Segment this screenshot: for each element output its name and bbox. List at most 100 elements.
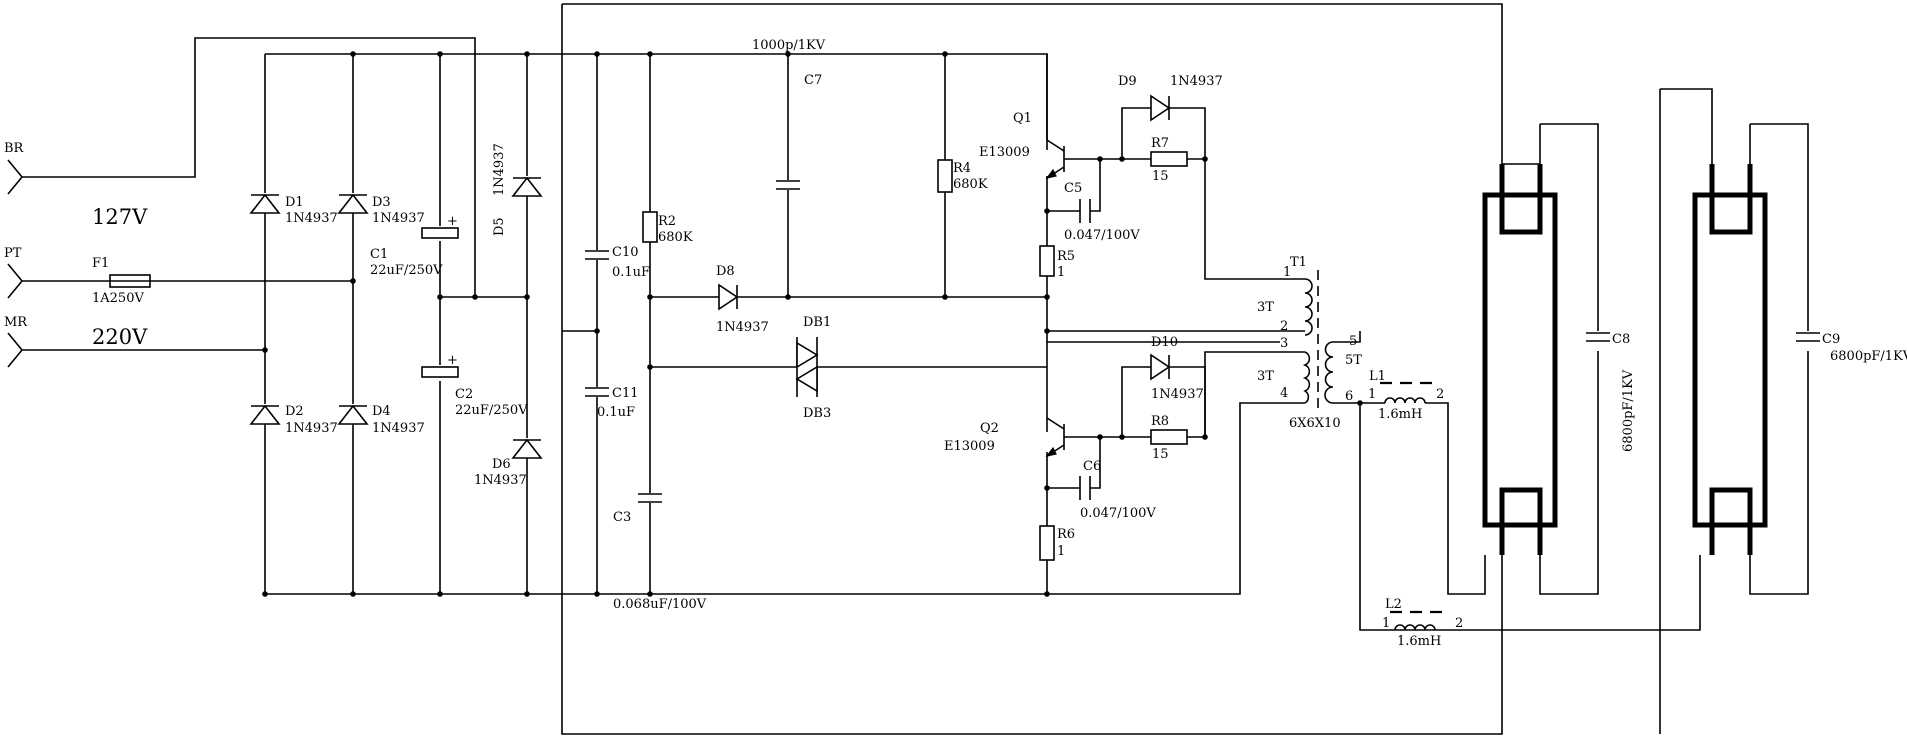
d5-value: 1N4937 — [492, 143, 507, 196]
diode-d4: D4 1N4937 — [337, 404, 425, 436]
diac-db3: DB1 DB3 — [795, 315, 831, 421]
capacitor-c8: C8 6800pF/1KV — [1586, 332, 1636, 452]
d9-value: 1N4937 — [1170, 74, 1223, 89]
r2-value: 680K — [658, 230, 693, 245]
d10-value: 1N4937 — [1151, 387, 1204, 402]
c11-ref: C11 — [612, 386, 639, 401]
capacitor-c7: C7 1000p/1KV — [752, 38, 826, 190]
input-terminals: BR PT MR 127V 220V — [4, 141, 148, 368]
q2-ref: Q2 — [980, 421, 999, 436]
t1-winding3: 5T — [1345, 353, 1362, 368]
t1-pin2: 2 — [1280, 319, 1288, 334]
transistor-q1: Q1 E13009 — [979, 54, 1065, 179]
c8-value: 6800pF/1KV — [1621, 369, 1636, 452]
diode-d3: D3 1N4937 — [337, 193, 425, 226]
r7-ref: R7 — [1151, 136, 1169, 151]
inductor-l1: L1 1.6mH 1 2 — [1368, 369, 1444, 422]
diode-d1: D1 1N4937 — [249, 193, 338, 226]
r5-ref: R5 — [1057, 249, 1075, 264]
capacitor-c11: C11 0.1uF — [585, 386, 639, 420]
terminal-br-label: BR — [4, 141, 25, 156]
terminal-mr-label: MR — [4, 315, 28, 330]
c3-ref: C3 — [613, 510, 631, 525]
capacitor-c6: C6 0.047/100V — [1079, 459, 1156, 521]
c9-value: 6800pF/1KV — [1830, 349, 1907, 364]
d3-ref: D3 — [372, 195, 391, 210]
inductor-l2: L2 1.6mH 1 2 — [1382, 597, 1463, 649]
voltage-127-label: 127V — [92, 205, 148, 229]
d1-value: 1N4937 — [285, 211, 338, 226]
junction-dots — [262, 51, 1363, 597]
d8-value: 1N4937 — [716, 320, 769, 335]
t1-core: 6X6X10 — [1289, 416, 1341, 431]
c2-plus: + — [447, 353, 458, 368]
l1-value: 1.6mH — [1378, 407, 1422, 422]
diode-d9: D9 1N4937 — [1118, 74, 1223, 122]
c10-value: 0.1uF — [612, 265, 650, 280]
l2-pin2: 2 — [1455, 616, 1463, 631]
f1-ref: F1 — [92, 256, 109, 271]
capacitor-c1: + C1 22uF/250V — [370, 214, 459, 278]
r8-value: 15 — [1152, 447, 1169, 462]
resistor-r7: R7 15 — [1150, 136, 1188, 184]
terminal-pt-label: PT — [4, 246, 22, 261]
t1-pin4: 4 — [1280, 386, 1288, 401]
r7-value: 15 — [1152, 169, 1169, 184]
c1-plus: + — [447, 214, 458, 229]
q1-value: E13009 — [979, 145, 1030, 160]
d1-ref: D1 — [285, 195, 304, 210]
c8-ref: C8 — [1612, 332, 1630, 347]
diode-d8: D8 1N4937 — [716, 264, 769, 335]
r8-ref: R8 — [1151, 414, 1169, 429]
c7-ref: C7 — [804, 73, 822, 88]
resistor-r2: R2 680K — [642, 211, 693, 245]
l1-pin2: 2 — [1436, 387, 1444, 402]
t1-pin3: 3 — [1280, 336, 1288, 351]
capacitor-c9: C9 6800pF/1KV — [1796, 332, 1907, 364]
d4-value: 1N4937 — [372, 421, 425, 436]
c5-ref: C5 — [1064, 181, 1082, 196]
c11-value: 0.1uF — [597, 405, 635, 420]
db1-label: DB1 — [803, 315, 831, 330]
c3-value: 0.068uF/100V — [613, 597, 707, 612]
l1-ref: L1 — [1369, 369, 1386, 384]
c2-value: 22uF/250V — [455, 403, 528, 418]
c6-value: 0.047/100V — [1080, 506, 1156, 521]
fuse-f1: F1 1A250V — [92, 256, 151, 306]
d2-ref: D2 — [285, 404, 304, 419]
d5-ref: D5 — [492, 217, 507, 236]
transformer-t1: T1 3T 3T 5T 6X6X10 1 2 3 4 5 6 — [1257, 255, 1362, 431]
r2-ref: R2 — [658, 214, 676, 229]
db3-label: DB3 — [803, 406, 831, 421]
d6-value: 1N4937 — [474, 473, 527, 488]
capacitor-c10: C10 0.1uF — [585, 245, 650, 280]
terminal-br-symbol — [7, 159, 24, 195]
c2-ref: C2 — [455, 387, 473, 402]
diode-d2: D2 1N4937 — [249, 404, 338, 436]
d10-ref: D10 — [1151, 335, 1178, 350]
c9-ref: C9 — [1822, 332, 1840, 347]
q1-ref: Q1 — [1013, 111, 1032, 126]
q2-value: E13009 — [944, 439, 995, 454]
t1-ref: T1 — [1290, 255, 1307, 270]
diode-d10: D10 1N4937 — [1150, 335, 1204, 402]
capacitor-c2: + C2 22uF/250V — [421, 353, 528, 418]
d2-value: 1N4937 — [285, 421, 338, 436]
c6-ref: C6 — [1083, 459, 1101, 474]
resistor-r4: R4 680K — [937, 159, 988, 193]
diode-d5: D5 1N4937 — [492, 143, 543, 236]
l2-ref: L2 — [1385, 597, 1402, 612]
transistor-q2: Q2 E13009 — [944, 417, 1065, 457]
lamp-tube-2 — [1692, 164, 1768, 555]
l2-value: 1.6mH — [1397, 634, 1441, 649]
d6-ref: D6 — [492, 457, 511, 472]
r4-value: 680K — [953, 177, 988, 192]
terminal-mr-symbol — [7, 332, 24, 368]
voltage-220-label: 220V — [92, 325, 148, 349]
resistor-r8: R8 15 — [1150, 414, 1188, 462]
t1-pin5: 5 — [1349, 334, 1357, 349]
c1-ref: C1 — [370, 247, 388, 262]
capacitor-c5: C5 0.047/100V — [1064, 181, 1140, 243]
capacitor-c3: C3 0.068uF/100V — [613, 493, 707, 612]
